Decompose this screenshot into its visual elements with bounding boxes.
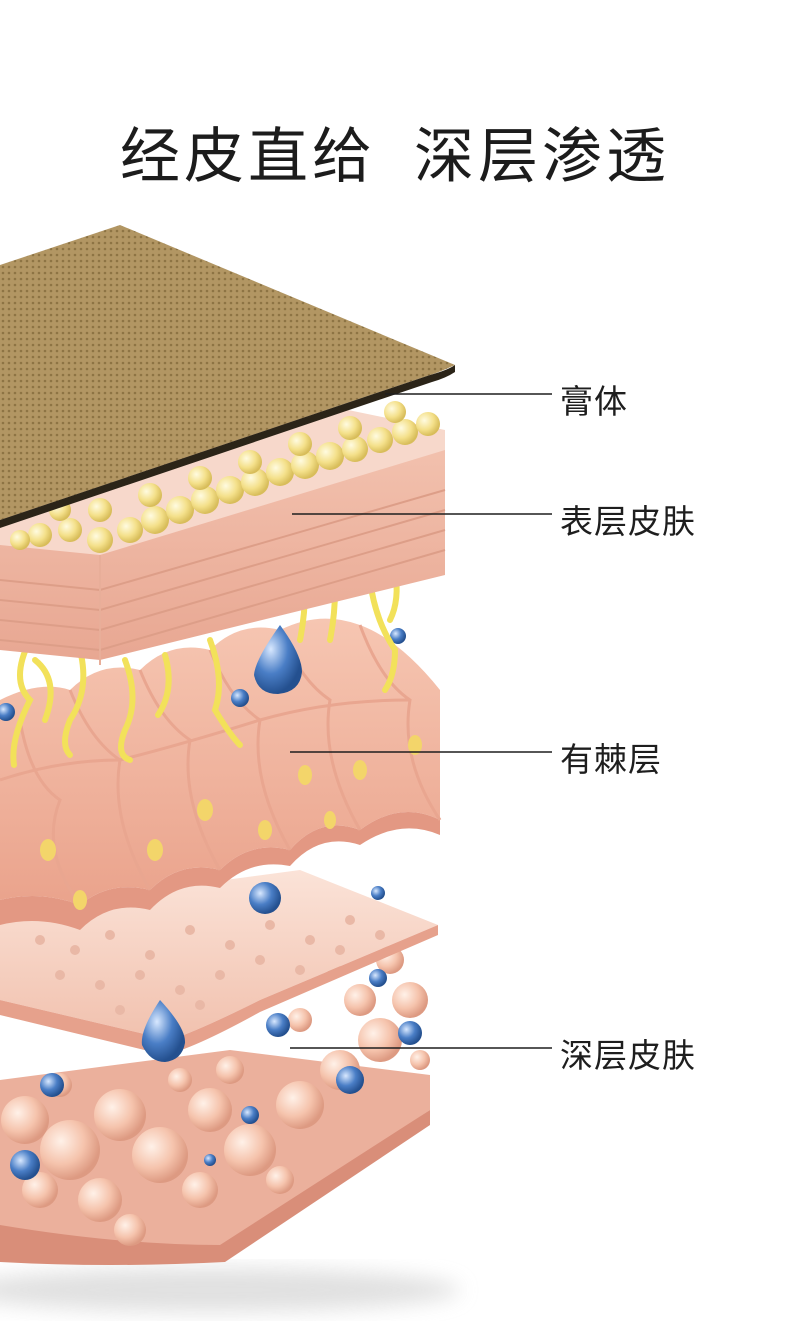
label-epidermis: 表层皮肤 [560,502,696,541]
label-dermis: 深层皮肤 [560,1036,696,1075]
label-patch: 膏体 [560,382,628,421]
spinous-layer [0,618,442,930]
leader-lines [290,393,552,1049]
epidermis-layer [0,400,446,665]
dermis-sheet [0,870,438,1062]
patch-layer [0,225,455,528]
label-spinous: 有棘层 [560,740,662,779]
title-part-2: 深层渗透 [414,122,670,193]
dermis-layer [0,886,430,1265]
page-title: 经皮直给深层渗透 [0,108,790,195]
title-part-1: 经皮直给 [120,122,376,193]
